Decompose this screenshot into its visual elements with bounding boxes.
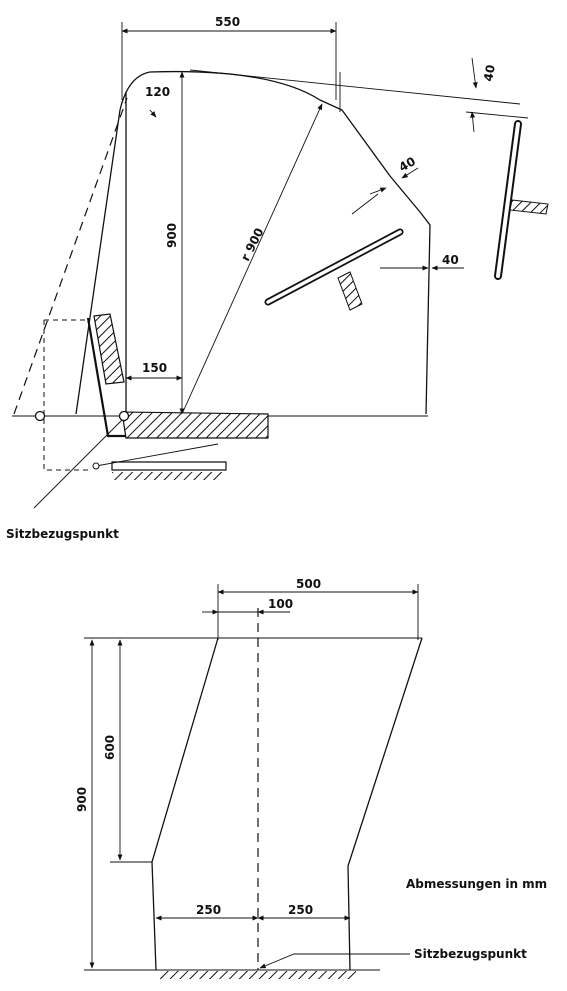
- dim-40-roof-b: [470, 111, 476, 133]
- steering-wheel-inner: [264, 228, 404, 311]
- seat-floor-hatch: [112, 472, 222, 480]
- dim-150-label: 150: [142, 361, 167, 375]
- front-view: 500 100 900 600 250 250 Sitzbezugspunkt …: [75, 577, 547, 979]
- units-note: Abmessungen in mm: [406, 877, 547, 891]
- dim-40-front-label: 40: [397, 154, 418, 174]
- dim-500-label: 500: [296, 577, 321, 591]
- front-left-edge: [151, 637, 219, 971]
- front-right-edge: [347, 637, 423, 971]
- dim-120-leader: [149, 109, 157, 118]
- dim-120-label: 120: [145, 85, 170, 99]
- rear-reference-marker: [34, 410, 46, 422]
- dim-40-wheel-label: 40: [442, 253, 459, 267]
- dim-100-label: 100: [268, 597, 293, 611]
- dim-r900-line: [181, 103, 323, 415]
- seat-linkage: [95, 443, 219, 467]
- seat-reference-leader: [33, 419, 123, 509]
- dim-900-front-label: 900: [75, 787, 89, 812]
- dim-40-roof-a: [471, 57, 478, 89]
- front-floor-hatch: [160, 971, 356, 979]
- dim-250-right-label: 250: [288, 903, 313, 917]
- seat-pivot: [92, 462, 100, 470]
- dim-550-label: 550: [215, 15, 240, 29]
- dim-40-front-a: [369, 187, 387, 195]
- envelope-dashed: [13, 97, 128, 415]
- front-seat-reference-leader: [259, 953, 410, 969]
- steering-wheel-outer: [494, 120, 549, 280]
- seat-dashed-frame: [43, 319, 92, 471]
- dim-40-front-b: [401, 167, 419, 179]
- side-view: 550 120 900 r 900 150 40 40 40: [6, 15, 549, 541]
- seat-reference-label-top: Sitzbezugspunkt: [6, 527, 119, 541]
- roof-extension-line: [189, 69, 521, 105]
- seat-backrest: [93, 313, 125, 385]
- dim-40-roof-ext: [465, 111, 529, 119]
- seat-reference-point-marker: [118, 410, 130, 422]
- seat-cushion: [121, 411, 269, 439]
- dim-600-label: 600: [103, 735, 117, 760]
- dim-900-label: 900: [165, 223, 179, 248]
- dim-250-left-label: 250: [196, 903, 221, 917]
- seat-reference-label-bottom: Sitzbezugspunkt: [414, 947, 527, 961]
- seat-base: [111, 461, 227, 471]
- dim-r900-label: r 900: [238, 226, 266, 264]
- dim-40-front-ext: [351, 193, 379, 215]
- dim-40-roof-label: 40: [481, 64, 498, 83]
